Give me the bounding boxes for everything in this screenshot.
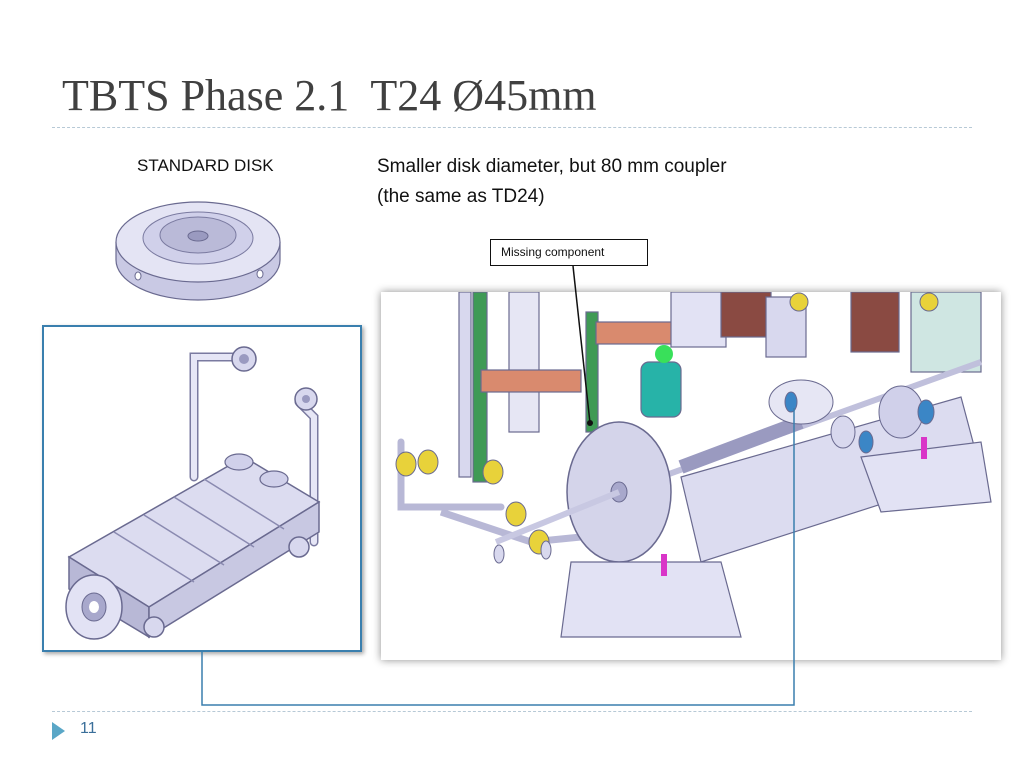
test-stand-assembly-frame — [381, 292, 1001, 660]
test-stand-assembly-drawing — [395, 292, 992, 638]
bullet-arrow-icon — [52, 722, 65, 740]
missing-component-callout: Missing component — [490, 239, 648, 266]
standard-disk-drawing — [115, 201, 281, 301]
page-number: 11 — [80, 720, 97, 737]
footer-divider — [52, 711, 972, 712]
structure-module-drawing — [65, 346, 321, 640]
slide-title: TBTS Phase 2.1 T24 Ø45mm — [62, 71, 597, 120]
standard-disk-label: STANDARD DISK — [137, 156, 274, 175]
design-note: Smaller disk diameter, but 80 mm coupler… — [377, 152, 727, 212]
design-note-line-1: Smaller disk diameter, but 80 mm coupler — [377, 156, 727, 177]
title-divider — [52, 127, 972, 128]
design-note-line-2: (the same as TD24) — [377, 186, 545, 207]
structure-module-frame — [42, 325, 362, 652]
